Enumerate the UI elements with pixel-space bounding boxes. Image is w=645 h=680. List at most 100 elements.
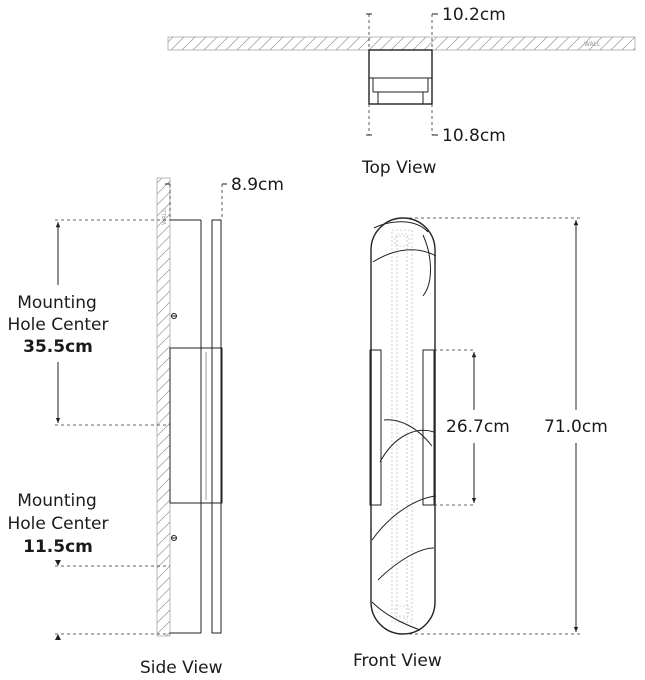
wall-hatch-line <box>157 279 170 294</box>
wall-hatch-line <box>157 576 170 591</box>
backplate-height-dimension: 26.7cm <box>434 349 510 506</box>
top-wall-label: WALL <box>584 41 601 48</box>
wall-hatch-line <box>588 37 603 50</box>
wall-hatch-line <box>157 301 170 316</box>
wall-hatch-line <box>157 455 170 470</box>
top-wall: WALL <box>167 36 636 51</box>
wall-hatch-line <box>412 37 427 50</box>
lower-hole-caption-1: Mounting <box>17 491 97 511</box>
wall-hatch-line <box>401 37 416 50</box>
wall-hatch-line <box>157 499 170 514</box>
wall-hatch-line <box>335 37 350 50</box>
top-depth-dimension: 10.2cm <box>366 5 506 50</box>
wall-hatch-line <box>313 37 328 50</box>
backplate-height-label: 26.7cm <box>446 417 510 437</box>
wall-hatch-line <box>533 37 548 50</box>
wall-hatch-line <box>544 37 559 50</box>
wall-hatch-line <box>423 37 438 50</box>
wall-hatch-line <box>157 477 170 492</box>
front-view: 26.7cm 71.0cm Front View <box>353 217 608 671</box>
side-view: WALL 8.9cm <box>8 175 284 678</box>
lower-hole-dimension: Mounting Hole Center 11.5cm <box>8 491 170 640</box>
wall-hatch-line <box>379 37 394 50</box>
upper-hole-caption-2: Hole Center <box>8 315 109 335</box>
wall-hatch-line <box>456 37 471 50</box>
wall-hatch-line <box>165 631 170 636</box>
wall-hatch-line <box>157 389 170 404</box>
wall-hatch-line <box>280 37 295 50</box>
lower-hole-value: 11.5cm <box>23 537 93 557</box>
wall-hatch-line <box>157 367 170 382</box>
lower-hole-caption-2: Hole Center <box>8 514 109 534</box>
wall-hatch-line <box>157 587 170 602</box>
wall-hatch-line <box>555 37 570 50</box>
top-view-title: Top View <box>361 158 437 178</box>
wall-hatch-line <box>291 37 306 50</box>
side-projection-label: 8.9cm <box>231 175 284 195</box>
wall-hatch-line <box>478 37 493 50</box>
wall-hatch-line <box>577 37 592 50</box>
top-view: WALL 10.2cm 10.8cm Top View <box>167 5 636 178</box>
side-fixture <box>169 219 223 634</box>
upper-hole-value: 35.5cm <box>23 337 93 357</box>
top-width-label: 10.8cm <box>442 126 506 146</box>
wall-hatch-line <box>511 37 526 50</box>
wall-hatch-line <box>522 37 537 50</box>
wall-hatch-line <box>157 422 170 437</box>
wall-hatch-line <box>157 510 170 525</box>
overall-height-label: 71.0cm <box>544 417 608 437</box>
wall-hatch-line <box>157 532 170 547</box>
wall-hatch-line <box>500 37 515 50</box>
wall-hatch-line <box>269 37 284 50</box>
wall-hatch-line <box>170 37 185 50</box>
top-width-dimension: 10.8cm <box>366 104 506 146</box>
top-depth-label: 10.2cm <box>442 5 506 25</box>
wall-hatch-line <box>621 37 635 50</box>
side-wall: WALL <box>156 177 171 656</box>
wall-hatch-line <box>225 37 240 50</box>
wall-hatch-line <box>467 37 482 50</box>
wall-hatch-line <box>489 37 504 50</box>
wall-hatch-line <box>157 323 170 338</box>
wall-hatch-line <box>445 37 460 50</box>
wall-hatch-line <box>214 37 229 50</box>
wall-hatch-line <box>157 312 170 327</box>
wall-hatch-line <box>157 400 170 415</box>
wall-hatch-line <box>302 37 317 50</box>
wall-hatch-line <box>157 224 170 239</box>
wall-hatch-line <box>157 521 170 536</box>
wall-hatch-line <box>157 257 170 272</box>
wall-hatch-line <box>599 37 614 50</box>
wall-hatch-line <box>157 202 170 217</box>
wall-hatch-line <box>258 37 273 50</box>
wall-hatch-line <box>157 444 170 459</box>
wall-hatch-line <box>157 290 170 305</box>
wall-hatch-line <box>566 37 581 50</box>
wall-hatch-line <box>157 268 170 283</box>
wall-hatch-line <box>157 433 170 448</box>
wall-hatch-line <box>157 334 170 349</box>
wall-hatch-line <box>157 565 170 580</box>
wall-hatch-line <box>192 37 207 50</box>
wall-hatch-line <box>368 37 383 50</box>
wall-hatch-line <box>157 643 170 656</box>
wall-hatch-line <box>346 37 361 50</box>
wall-hatch-line <box>610 37 625 50</box>
wall-hatch-line <box>247 37 262 50</box>
wall-hatch-line <box>390 37 405 50</box>
wall-hatch-line <box>157 488 170 503</box>
wall-hatch-line <box>157 466 170 481</box>
overall-height-dimension: 71.0cm <box>403 217 608 635</box>
wall-hatch-line <box>157 598 170 613</box>
wall-hatch-line <box>157 345 170 360</box>
wall-hatch-line <box>236 37 251 50</box>
wall-hatch-line <box>157 620 170 635</box>
front-fixture <box>369 217 437 635</box>
upper-hole-caption-1: Mounting <box>17 293 97 313</box>
wall-hatch-line <box>157 543 170 558</box>
wall-hatch-line <box>157 178 163 184</box>
wall-hatch-line <box>157 378 170 393</box>
top-fixture <box>368 49 433 105</box>
wall-hatch-line <box>157 609 170 624</box>
